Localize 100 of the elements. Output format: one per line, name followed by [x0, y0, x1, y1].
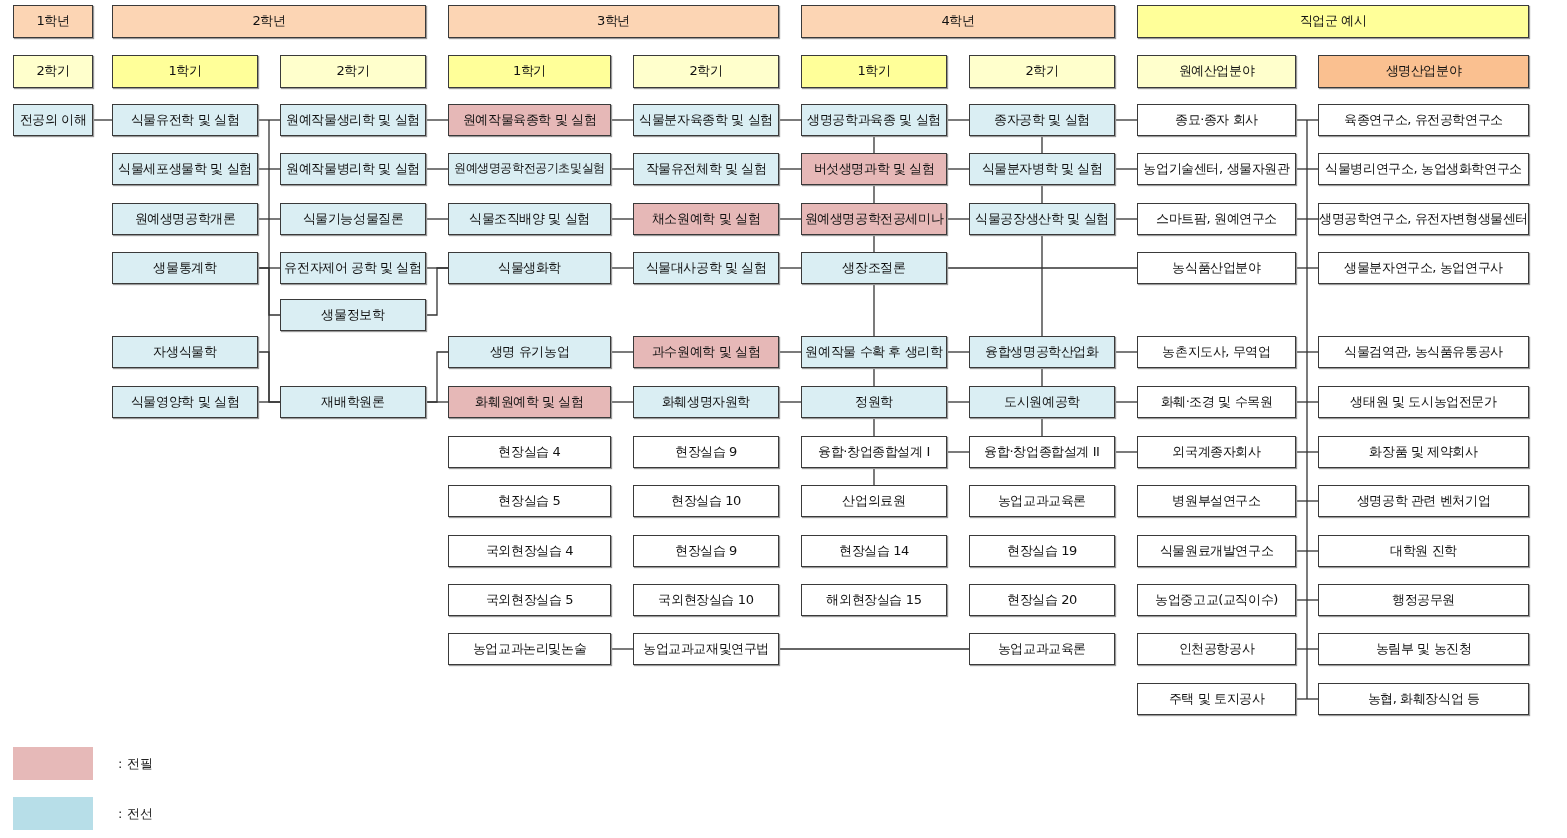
- connector-line: [946, 451, 970, 453]
- career-box: 농림부 및 농진청: [1318, 633, 1529, 665]
- connector-line: [1295, 168, 1319, 170]
- career-box: 농협, 화훼장식업 등: [1318, 683, 1529, 715]
- connector-line: [1295, 451, 1319, 453]
- course-box: 융합·창업종합설계 II: [969, 436, 1115, 468]
- connector-line: [873, 367, 875, 387]
- connector-line: [778, 267, 802, 269]
- connector-line: [873, 234, 875, 253]
- connector-line: [425, 168, 449, 170]
- connector-line: [946, 119, 970, 121]
- course-box: 식물기능성물질론: [280, 203, 426, 235]
- course-box: 정원학: [801, 386, 947, 418]
- course-box: 원예생명공학개론: [112, 203, 258, 235]
- connector-line: [92, 119, 113, 121]
- connector-line: [1114, 451, 1138, 453]
- course-box: 농업교과논리및논술: [448, 633, 611, 665]
- connector-line: [778, 648, 970, 650]
- career-box: 화장품 및 제약회사: [1318, 436, 1529, 468]
- career-box: 인천공항공사: [1137, 633, 1296, 665]
- course-box: 생장조절론: [801, 252, 947, 284]
- connector-line: [873, 417, 875, 437]
- semester-header: 2학기: [280, 55, 426, 88]
- semester-header: 2학기: [13, 55, 93, 88]
- career-box: 농업기술센터, 생물자원관: [1137, 153, 1296, 185]
- connector-line: [1295, 698, 1319, 700]
- connector-line: [1114, 218, 1138, 220]
- career-box: 대학원 진학: [1318, 535, 1529, 567]
- course-box: 농업교과교육론: [969, 485, 1115, 517]
- course-box: 식물대사공학 및 실험: [633, 252, 779, 284]
- course-box: 과수원예학 및 실험: [633, 336, 779, 368]
- course-box: 현장실습 4: [448, 436, 611, 468]
- connector-line: [946, 351, 970, 353]
- course-box: 채소원예학 및 실험: [633, 203, 779, 235]
- course-box: 도시원예공학: [969, 386, 1115, 418]
- year-header: 직업군 예시: [1137, 5, 1529, 38]
- connector-line: [1295, 648, 1319, 650]
- course-box: 국외현장실습 5: [448, 584, 611, 616]
- course-box: 전공의 이해: [13, 104, 93, 136]
- connector-line: [610, 168, 634, 170]
- year-header: 4학년: [801, 5, 1115, 38]
- semester-header: 생명산업분야: [1318, 55, 1529, 88]
- course-box: 식물공장생산학 및 실험: [969, 203, 1115, 235]
- connector-line: [778, 218, 802, 220]
- semester-header: 1학기: [801, 55, 947, 88]
- course-box: 버섯생명과학 및 실험: [801, 153, 947, 185]
- course-box: 현장실습 5: [448, 485, 611, 517]
- course-box: 생명 유기농업: [448, 336, 611, 368]
- connector-line: [1114, 119, 1138, 121]
- course-box: 화훼생명자원학: [633, 386, 779, 418]
- career-box: 식물원료개발연구소: [1137, 535, 1296, 567]
- course-box: 현장실습 19: [969, 535, 1115, 567]
- career-box: 화훼·조경 및 수목원: [1137, 386, 1296, 418]
- connector-line: [425, 119, 449, 121]
- course-box: 식물영양학 및 실험: [112, 386, 258, 418]
- career-box: 생명공학 관련 벤처기업: [1318, 485, 1529, 517]
- course-box: 원예작물 수확 후 생리학: [801, 336, 947, 368]
- course-box: 유전자제어 공학 및 실험: [280, 252, 426, 284]
- course-box: 현장실습 9: [633, 535, 779, 567]
- semester-header: 2학기: [633, 55, 779, 88]
- connector-line: [1295, 550, 1319, 552]
- course-box: 식물분자병학 및 실험: [969, 153, 1115, 185]
- course-box: 화훼원예학 및 실험: [448, 386, 611, 418]
- career-box: 행정공무원: [1318, 584, 1529, 616]
- connector-line: [610, 119, 634, 121]
- course-box: 융합·창업종합설계 I: [801, 436, 947, 468]
- connector-line: [425, 267, 449, 316]
- connector-line: [257, 218, 281, 220]
- connector-line: [1295, 351, 1319, 353]
- career-box: 식물병리연구소, 농업생화학연구소: [1318, 153, 1529, 185]
- connector-line: [946, 401, 970, 403]
- career-box: 육종연구소, 유전공학연구소: [1318, 104, 1529, 136]
- connector-line: [873, 135, 875, 154]
- connector-line: [1041, 417, 1043, 437]
- course-box: 식물조직배양 및 실험: [448, 203, 611, 235]
- course-box: 농업교과교육론: [969, 633, 1115, 665]
- career-box: 병원부설연구소: [1137, 485, 1296, 517]
- course-box: 산업의료원: [801, 485, 947, 517]
- career-box: 농업중고교(교직이수): [1137, 584, 1296, 616]
- connector-line: [1295, 267, 1319, 269]
- connector-line: [257, 401, 281, 403]
- connector-line: [873, 283, 875, 337]
- career-box: 농촌지도사, 무역업: [1137, 336, 1296, 368]
- connector-line: [1114, 351, 1138, 353]
- connector-line: [946, 168, 970, 170]
- connector-line: [946, 218, 970, 220]
- connector-line: [610, 351, 634, 353]
- course-box: 현장실습 10: [633, 485, 779, 517]
- legend-label: : 전선: [118, 805, 153, 823]
- semester-header: 원예산업분야: [1137, 55, 1296, 88]
- connector-line: [1295, 401, 1319, 403]
- connector-line: [1041, 184, 1043, 204]
- course-box: 식물유전학 및 실험: [112, 104, 258, 136]
- connector-line: [610, 218, 634, 220]
- course-box: 생명공학과육종 및 실험: [801, 104, 947, 136]
- connector-line: [778, 351, 802, 353]
- connector-line: [610, 267, 634, 269]
- course-box: 식물세포생물학 및 실험: [112, 153, 258, 185]
- course-box: 재배학원론: [280, 386, 426, 418]
- course-box: 농업교과교재및연구법: [633, 633, 779, 665]
